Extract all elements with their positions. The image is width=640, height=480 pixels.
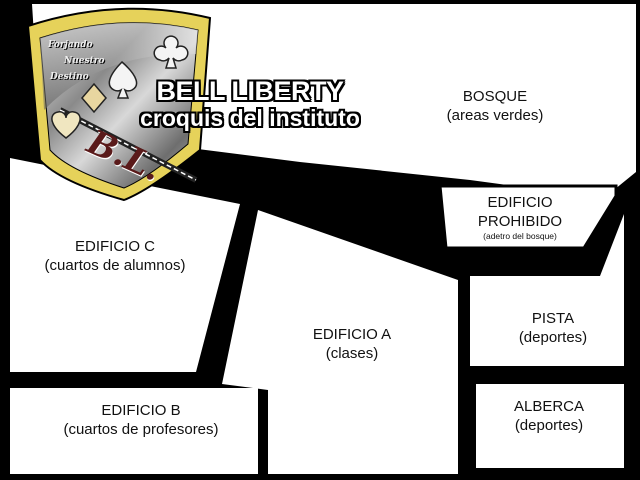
crest-motto-2: Nuestro [64, 56, 105, 66]
label-edificio-c: EDIFICIO C (cuartos de alumnos) [20, 238, 210, 276]
diamond-icon [81, 82, 107, 114]
school-crest [26, 7, 212, 202]
edificio-prohibido-desc: (adetro del bosque) [483, 230, 557, 241]
label-edificio-prohibido: EDIFICIO PROHIBIDO (adetro del bosque) [450, 194, 590, 241]
edificio-a-desc: (clases) [325, 344, 379, 362]
area-edificio-b[interactable] [10, 388, 258, 474]
edificio-prohibido-name-1: EDIFICIO [487, 194, 553, 211]
bosque-name: BOSQUE [462, 88, 528, 105]
label-pista: PISTA (deportes) [488, 310, 618, 348]
pista-name: PISTA [531, 310, 575, 327]
area-edificio-a[interactable] [222, 210, 458, 474]
pista-desc: (deportes) [518, 328, 588, 346]
label-edificio-b: EDIFICIO B (cuartos de profesores) [36, 402, 246, 440]
edificio-b-desc: (cuartos de profesores) [63, 420, 219, 438]
map-title: BELL LIBERTY [156, 76, 344, 106]
crest-shine [40, 22, 198, 110]
area-edificio-c[interactable] [10, 158, 240, 372]
club-icon [153, 35, 189, 69]
edificio-c-desc: (cuartos de alumnos) [44, 256, 186, 274]
alberca-name: ALBERCA [513, 398, 585, 415]
area-alberca[interactable] [476, 384, 624, 468]
crest-motto-3: Destino [50, 72, 89, 82]
edificio-a-name: EDIFICIO A [312, 326, 392, 343]
crest-diagonal-band-line [59, 109, 197, 181]
label-alberca: ALBERCA (deportes) [484, 398, 614, 436]
bosque-desc: (areas verdes) [446, 106, 544, 124]
area-pista[interactable] [470, 214, 624, 366]
area-edificio-prohibido[interactable] [438, 184, 618, 250]
alberca-desc: (deportes) [514, 416, 584, 434]
crest-motto-1: Forjando [48, 40, 93, 50]
edificio-c-name: EDIFICIO C [74, 238, 155, 255]
edificio-prohibido-name-2: PROHIBIDO [477, 212, 563, 230]
spade-icon [108, 60, 138, 99]
heart-icon [51, 111, 81, 139]
label-bosque: BOSQUE (areas verdes) [420, 88, 570, 126]
map-subtitle: croquis del instituto [140, 105, 360, 131]
label-edificio-a: EDIFICIO A (clases) [282, 326, 422, 364]
edificio-b-name: EDIFICIO B [101, 402, 181, 419]
map-title-block: BELL LIBERTY croquis del instituto [120, 76, 380, 132]
